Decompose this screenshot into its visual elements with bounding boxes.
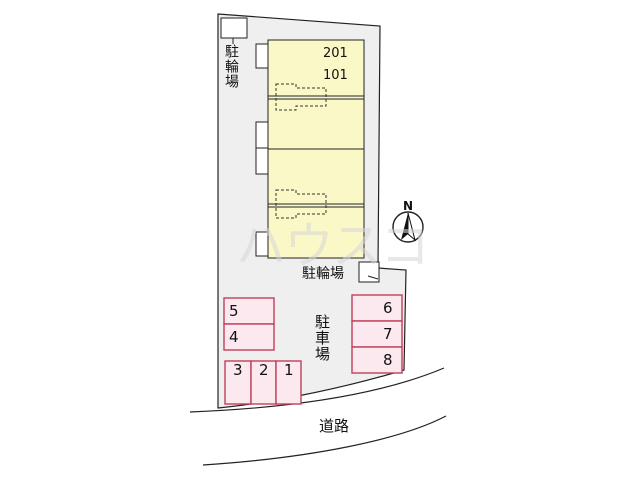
stair-upper [275, 83, 327, 111]
parking-space-number: 3 [233, 361, 243, 379]
parking-space-number: 1 [284, 361, 294, 379]
parking-space-number: 7 [383, 325, 393, 343]
compass-label: N [403, 199, 414, 213]
parking-space [351, 346, 403, 374]
bicycle-parking-label-mid: 駐輪場 [302, 266, 344, 282]
parking-space-number: 6 [383, 299, 393, 317]
parking-space-number: 8 [383, 351, 393, 369]
parking-space-number: 4 [229, 328, 239, 346]
parking-space-number: 2 [259, 361, 269, 379]
parking-space [351, 320, 403, 348]
watermark: ハウスコ [236, 217, 430, 275]
north-arrow-icon [392, 211, 424, 243]
bicycle-parking-label-top: 駐輪場 [223, 44, 239, 89]
parking-space [223, 323, 275, 351]
parking-space [351, 294, 403, 322]
bicycle-parking-box-mid [358, 261, 380, 283]
parking-space [250, 360, 277, 405]
stair-lower [275, 189, 327, 219]
road-label: 道路 [319, 417, 350, 435]
parking-space [275, 360, 302, 405]
room-number-lower: 101 [323, 68, 348, 83]
parking-space-number: 5 [229, 302, 239, 320]
car-parking-label: 駐車場 [313, 314, 331, 362]
parking-space [223, 297, 275, 325]
room-number-upper: 201 [323, 46, 348, 61]
bicycle-parking-box-top [220, 17, 248, 39]
road-edge-top [189, 367, 445, 413]
road-edge-bottom [202, 415, 447, 466]
